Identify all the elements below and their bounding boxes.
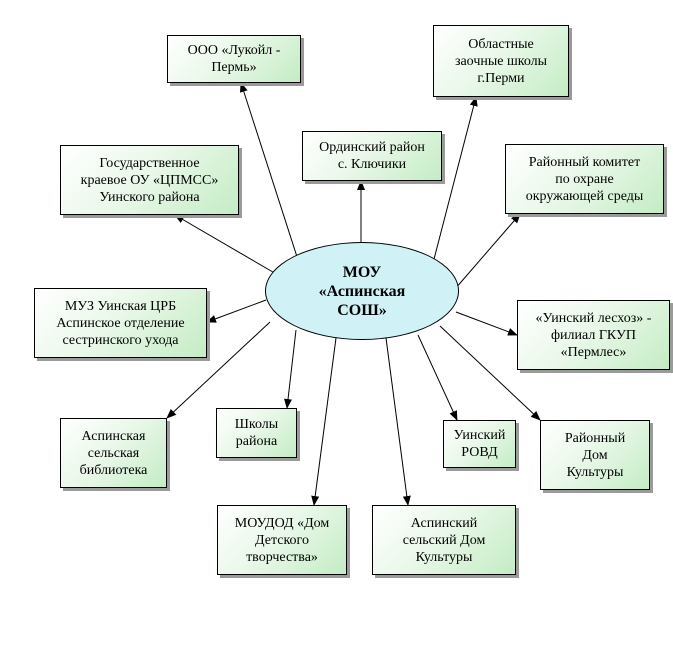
- arrow-to-children-house: [311, 337, 337, 506]
- node-cpmss: Государственное краевое ОУ «ЦПМСС» Уинск…: [60, 145, 239, 215]
- arrow-to-lukoil: [239, 82, 300, 264]
- node-district-schools: Школы района: [216, 408, 297, 458]
- node-leskhoz: «Уинский лесхоз» - филиал ГКУП «Пермлес»: [517, 300, 670, 370]
- node-hospital: МУЗ Уинская ЦРБ Аспинское отделение сест…: [34, 288, 207, 358]
- node-library: Аспинская сельская библиотека: [60, 418, 167, 488]
- arrow-to-cpmss: [174, 214, 279, 276]
- arrow-to-hospital: [206, 299, 267, 323]
- node-children-house: МОУДОД «Дом Детского творчества»: [217, 505, 347, 575]
- node-lukoil: ООО «Лукойл - Пермь»: [167, 35, 301, 83]
- node-district-culture: Районный Дом Культуры: [540, 420, 650, 490]
- arrow-to-library: [166, 321, 271, 419]
- arrow-to-rovd: [417, 334, 458, 421]
- arrow-to-district-culture: [439, 325, 541, 421]
- arrow-to-leskhoz: [455, 311, 518, 336]
- arrow-to-nature-committee: [454, 213, 521, 290]
- node-village-culture: Аспинский сельский Дом Культуры: [372, 505, 516, 575]
- node-rovd: Уинский РОВД: [443, 420, 516, 468]
- node-regional-schools: Областные заочные школы г.Перми: [433, 25, 569, 97]
- node-ordinsky: Ординский район с. Ключики: [302, 131, 442, 181]
- arrow-to-regional-schools: [432, 96, 478, 264]
- center-node-school: МОУ «Аспинская СОШ»: [265, 242, 459, 340]
- node-nature-committee: Районный комитет по охране окружающей ср…: [505, 144, 664, 214]
- arrow-to-village-culture: [385, 337, 411, 506]
- arrow-to-district-schools: [284, 329, 297, 409]
